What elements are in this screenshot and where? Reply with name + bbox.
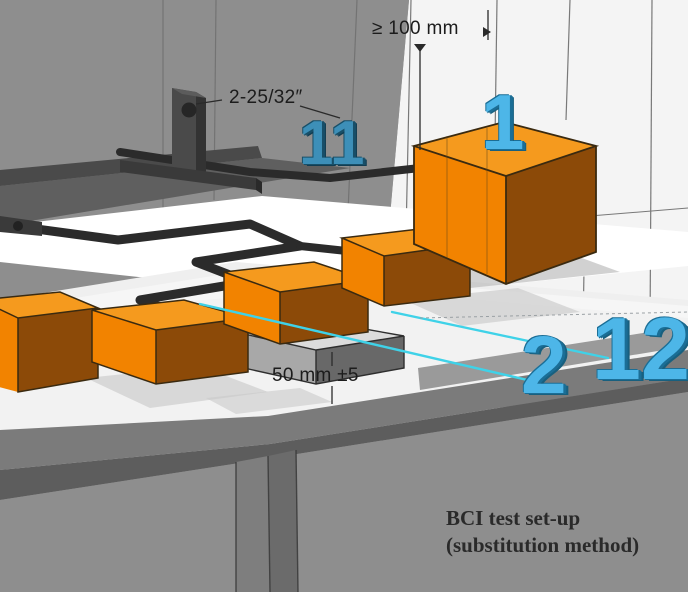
dimension-extension-lines xyxy=(195,10,489,404)
large-orange-eut-box xyxy=(410,121,600,285)
leader-line-lower xyxy=(198,302,538,384)
dimension-label-clearance-top: ≥ 100 mm xyxy=(372,18,459,39)
injection-probe-stand xyxy=(120,88,262,194)
callout-12: 12 xyxy=(592,299,688,398)
orange-module-box-far-left xyxy=(0,291,101,393)
dimension-label-harness-height: 50 mm ±5 xyxy=(272,365,359,386)
figure-title: BCI test set-up xyxy=(446,506,581,530)
left-edge-clamp xyxy=(0,216,42,236)
table-leg-front xyxy=(236,456,270,592)
leader-line-upper xyxy=(390,310,610,360)
figure-subtitle: (substitution method) xyxy=(446,532,640,557)
callout-2: 2 xyxy=(521,320,567,411)
right-ledge xyxy=(418,326,688,390)
dimension-arrowheads xyxy=(414,27,491,52)
callout-1: 1 xyxy=(481,78,525,166)
orange-module-box-right xyxy=(339,227,471,307)
callout-11: 11 xyxy=(299,109,365,178)
dimension-label-probe-spacing: 2-25/32″ xyxy=(229,87,303,108)
table-front-edge xyxy=(0,350,688,470)
orange-module-box-left xyxy=(91,299,249,385)
table-leg-outline xyxy=(235,449,299,592)
shadow-grey-block xyxy=(206,388,332,414)
leader-line-extension xyxy=(419,311,688,319)
floor-area xyxy=(0,392,688,592)
figure-caption: BCI test set-up (substitution method) xyxy=(446,505,639,559)
table-leg-side xyxy=(268,450,298,592)
table-front-edge-dark xyxy=(0,378,688,500)
